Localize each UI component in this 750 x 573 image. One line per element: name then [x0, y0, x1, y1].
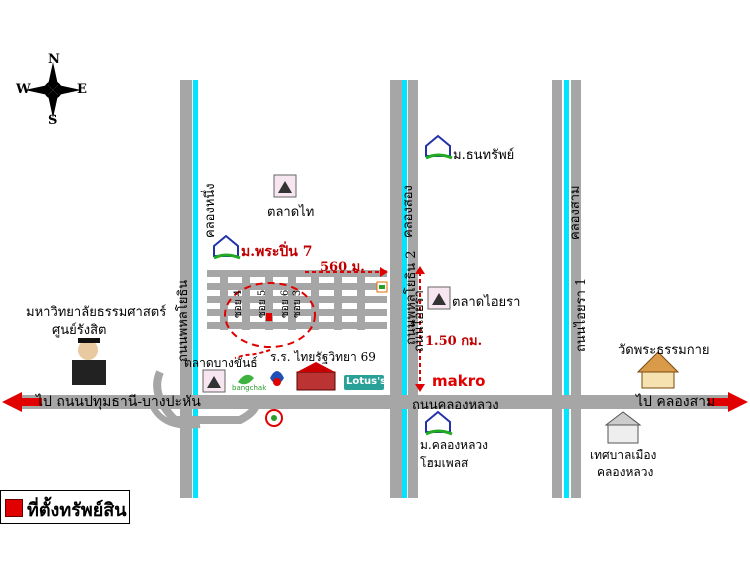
- right-road-label: ถนนไอยรา 1: [574, 277, 589, 352]
- village-icon-thanasap: [425, 134, 453, 160]
- canal-mid: [402, 80, 407, 498]
- municipal-icon: [604, 411, 642, 444]
- dist-560-label: 560 ม.: [320, 260, 365, 275]
- market-icon-bangkhan: [202, 369, 226, 393]
- bangchak-logo: bangchak: [232, 384, 267, 392]
- seven-eleven-icon: [376, 281, 388, 293]
- home-place-label: ม.คลองหลวง: [420, 438, 489, 452]
- home-place-label-2: โฮมเพลส: [420, 456, 469, 470]
- lotus-badge: [344, 375, 384, 390]
- university-icon: [72, 338, 106, 385]
- road-left: [180, 80, 192, 498]
- municipal-label: เทศบาลเมือง: [590, 448, 657, 462]
- compass-n: N: [48, 52, 60, 67]
- aiyara-market-label: ตลาดไอยรา: [452, 295, 521, 310]
- road-right: [552, 80, 562, 498]
- arrow-right: [728, 392, 748, 412]
- lotus-logo: Lotus's: [346, 376, 387, 387]
- left-arrow-label: ไป ถนนปทุมธานี-บางปะหัน: [36, 394, 201, 410]
- village-icon-prapin: [213, 234, 241, 260]
- road-mid: [390, 80, 402, 498]
- village-icon-homeplace: [425, 410, 453, 436]
- compass-icon: [25, 62, 81, 118]
- school-icon: [296, 362, 336, 391]
- soi-grid: [207, 270, 387, 330]
- university-label-2: ศูนย์รังสิต: [52, 323, 107, 338]
- property-circle: [224, 282, 316, 348]
- right-arrow-label: ไป คลองสาม: [636, 394, 716, 410]
- canal-left: [193, 80, 198, 498]
- aiyara-road-label: ถนนไอยรา: [412, 290, 427, 352]
- market-icon-aiyara: [427, 286, 451, 310]
- arrow-left: [2, 392, 22, 412]
- main-road: [20, 395, 730, 409]
- temple-label: วัดพระธรรมกาย: [618, 343, 710, 358]
- road-mid2: [408, 80, 418, 498]
- road-right2: [571, 80, 581, 498]
- village-thanasap-label: ม.ธนทรัพย์: [453, 148, 515, 163]
- makro-logo: makro: [432, 372, 486, 390]
- bangchak-icon: [238, 374, 254, 385]
- municipal-label-2: คลองหลวง: [597, 465, 654, 479]
- property-marker: [266, 313, 272, 321]
- legend: ที่ตั้งทรัพย์สิน: [0, 490, 130, 524]
- left-road-label: ถนนพหลโยธิน: [176, 279, 191, 362]
- canal-right: [564, 80, 569, 498]
- dist-150-label: 1.50 กม.: [425, 334, 483, 349]
- soi-2-label: ซอย 5: [257, 289, 268, 318]
- main-road-label: ถนนคลองหลวง: [412, 398, 499, 413]
- compass-w: W: [16, 82, 31, 97]
- soi-1-label: ซอย 4: [233, 289, 244, 318]
- klong-sam-label: คลองสาม: [568, 185, 583, 240]
- ptt-icon: [270, 371, 284, 386]
- pt-station-icon: [265, 409, 283, 427]
- vertical-roads: [180, 80, 581, 498]
- university-label: มหาวิทยาลัยธรรมศาสตร์: [26, 305, 167, 320]
- market-icon-thai: [273, 174, 297, 198]
- legend-marker: [5, 499, 23, 517]
- thai-market-label: ตลาดไท: [267, 205, 315, 220]
- klong-song-label: คลองสอง: [401, 185, 416, 238]
- klong-nueng-label: คลองหนึ่ง: [203, 183, 218, 238]
- village-prapin-label: ม.พระปิ่น 7: [241, 244, 313, 260]
- school-label: ร.ร. ไทยรัฐวิทยา 69: [270, 350, 376, 364]
- legend-label: ที่ตั้งทรัพย์สิน: [27, 500, 127, 521]
- interchange: [153, 370, 260, 424]
- compass-e: E: [77, 82, 87, 97]
- soi-4-label: ซอย 3: [292, 289, 303, 318]
- compass-s: S: [48, 113, 58, 128]
- bangkhan-market-label: ตลาดบางขันธ์: [184, 356, 258, 370]
- temple-icon: [636, 351, 680, 389]
